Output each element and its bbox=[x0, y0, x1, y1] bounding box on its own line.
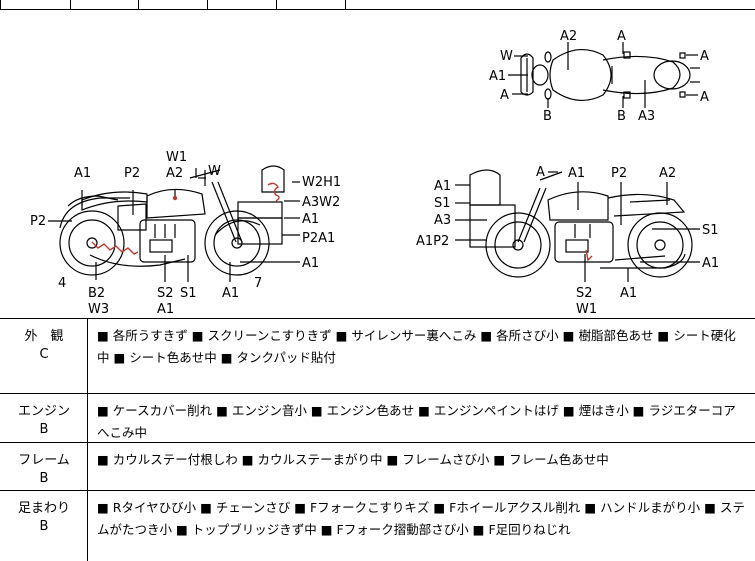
section-category: エンジン B bbox=[0, 394, 88, 442]
section-row-engine: エンジン B ■ ケースカバー削れ ■ エンジン音小 ■ エンジン色あせ ■ エ… bbox=[0, 394, 755, 443]
section-grade: B bbox=[39, 471, 49, 486]
label-right-s1-r: S1 bbox=[702, 223, 719, 238]
label-right-s1-l: S1 bbox=[434, 196, 451, 211]
label-top-b-right: B bbox=[617, 109, 626, 124]
damage-marks bbox=[91, 182, 593, 262]
section-category: 足まわり B bbox=[0, 491, 88, 561]
section-description: ■ Rタイヤひび小 ■ チェーンさび ■ Fフォークこすりキズ ■ Fホイールア… bbox=[97, 500, 745, 537]
label-left-w1: W1 bbox=[166, 150, 187, 165]
section-name: エンジン bbox=[17, 404, 70, 419]
section-row-suspension: 足まわり B ■ Rタイヤひび小 ■ チェーンさび ■ Fフォークこすりキズ ■… bbox=[0, 491, 755, 561]
label-top-a-tr: A bbox=[700, 49, 709, 64]
label-right-a2: A2 bbox=[659, 166, 676, 181]
section-description: ■ 各所うすきず ■ スクリーンこすりきず ■ サイレンサー裏へこみ ■ 各所さ… bbox=[97, 328, 736, 365]
section-description: ■ ケースカバー削れ ■ エンジン音小 ■ エンジン色あせ ■ エンジンペイント… bbox=[97, 403, 736, 440]
right-side-motorcycle bbox=[455, 169, 700, 282]
label-top-a2: A2 bbox=[560, 29, 577, 44]
section-row-frame: フレーム B ■ カウルステー付根しわ ■ カウルステーまがり中 ■ フレームさ… bbox=[0, 443, 755, 491]
label-left-w2h1: W2H1 bbox=[302, 175, 341, 190]
label-right-w1: W1 bbox=[576, 302, 597, 317]
top-table-strip bbox=[0, 0, 755, 10]
label-left-w3: W3 bbox=[88, 302, 109, 317]
label-right-a: A bbox=[536, 165, 545, 180]
label-left-s1: S1 bbox=[180, 286, 197, 301]
label-left-a1-r1: A1 bbox=[302, 212, 319, 227]
label-left-p2: P2 bbox=[30, 214, 46, 229]
section-name: 外 観 bbox=[24, 329, 64, 344]
label-right-a1p2: A1P2 bbox=[416, 234, 449, 249]
section-grade: B bbox=[39, 422, 49, 437]
label-left-a1-b: A1 bbox=[157, 302, 174, 317]
label-left-a1-top: A1 bbox=[74, 166, 91, 181]
label-top-a1: A1 bbox=[489, 69, 506, 84]
section-category: 外 観 C bbox=[0, 319, 88, 393]
section-grade: B bbox=[39, 519, 49, 534]
label-top-w: W bbox=[500, 49, 513, 64]
label-right-a1-b: A1 bbox=[620, 286, 637, 301]
section-name: 足まわり bbox=[17, 501, 70, 516]
label-right-a1-top: A1 bbox=[568, 166, 585, 181]
label-left-7: 7 bbox=[254, 276, 262, 291]
label-right-a1-r: A1 bbox=[702, 256, 719, 271]
section-grade: C bbox=[39, 347, 49, 362]
left-side-motorcycle bbox=[48, 165, 300, 282]
label-top-b-left: B bbox=[543, 109, 552, 124]
label-left-w: W bbox=[208, 164, 221, 179]
label-right-a1-l1: A1 bbox=[434, 179, 451, 194]
section-row-exterior: 外 観 C ■ 各所うすきず ■ スクリーンこすりきず ■ サイレンサー裏へこみ… bbox=[0, 319, 755, 394]
label-top-a: A bbox=[617, 29, 626, 44]
label-right-s2: S2 bbox=[576, 286, 593, 301]
label-left-a1-r2: A1 bbox=[302, 256, 319, 271]
section-category: フレーム B bbox=[0, 443, 88, 490]
section-name: フレーム bbox=[18, 453, 70, 468]
damage-diagram: A2 A W A1 A B B A3 A A W1 W A1 P2 A2 P2 … bbox=[0, 10, 755, 319]
motorcycle-diagrams: A2 A W A1 A B B A3 A A W1 W A1 P2 A2 P2 … bbox=[30, 29, 719, 317]
label-left-s2: S2 bbox=[157, 286, 174, 301]
label-left-a2: A2 bbox=[166, 166, 183, 181]
label-left-4: 4 bbox=[58, 276, 66, 291]
label-top-a-br: A bbox=[700, 90, 709, 105]
label-left-a1-b2: A1 bbox=[222, 286, 239, 301]
label-left-p2-top: P2 bbox=[124, 166, 140, 181]
label-right-a3-l: A3 bbox=[434, 213, 451, 228]
label-left-p2a1: P2A1 bbox=[302, 231, 335, 246]
label-left-b2: B2 bbox=[88, 286, 105, 301]
label-right-p2: P2 bbox=[611, 166, 627, 181]
label-top-a3: A3 bbox=[638, 109, 655, 124]
label-top-a-left: A bbox=[500, 88, 509, 103]
label-left-a3w2: A3W2 bbox=[302, 195, 340, 210]
section-description: ■ カウルステー付根しわ ■ カウルステーまがり中 ■ フレームさび小 ■ フレ… bbox=[97, 452, 609, 467]
top-view-motorcycle bbox=[508, 42, 700, 108]
